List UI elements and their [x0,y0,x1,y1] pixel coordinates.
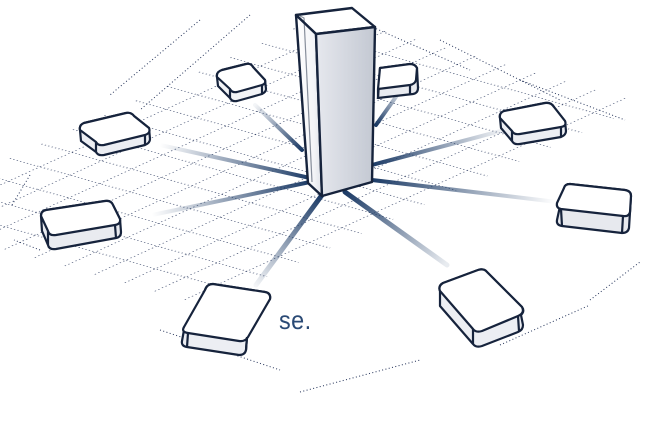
device-block-icon [78,111,152,157]
link-upper-left [158,143,312,180]
hub-links [150,92,559,288]
device-block-icon [376,62,420,100]
link-right-upper [370,126,514,167]
device-block-icon [438,268,525,348]
link-right [370,178,559,204]
central-tower-icon [294,6,377,198]
link-bottom-left [253,192,325,288]
link-left [150,180,312,217]
device-block-icon [498,101,568,146]
device-nodes [39,62,633,357]
device-block-icon [215,62,268,103]
device-block-icon [39,199,123,251]
caption-fragment: se. [279,305,312,335]
device-block-icon [180,282,272,357]
device-block-icon [555,182,633,235]
link-top [253,103,304,152]
link-bottom-right [342,189,450,268]
link-top-right [374,92,400,127]
